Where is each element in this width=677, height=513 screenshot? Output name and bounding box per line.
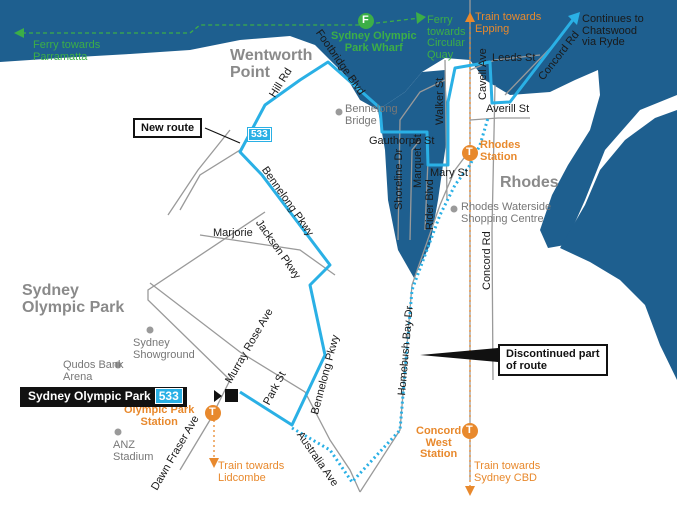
train-to-epping: Train towards Epping bbox=[475, 11, 542, 35]
place-anz-stadium: ANZ Stadium bbox=[113, 439, 154, 463]
parramatta-river bbox=[0, 0, 677, 248]
terminus-route-number: 533 bbox=[154, 388, 183, 404]
ferry-wharf-label: Sydney Olympic Park Wharf bbox=[331, 30, 417, 54]
olympic-park-station-label: Olympic Park Station bbox=[124, 404, 195, 428]
terminus-stop bbox=[225, 389, 238, 402]
water-bodies bbox=[0, 0, 677, 380]
ferry-to-parramatta: Ferry towards Parramatta bbox=[33, 39, 101, 63]
ferry-to-circular-quay: Ferry towards Circular Quay bbox=[427, 14, 466, 61]
street-mary-st: Mary St bbox=[430, 167, 468, 179]
place-sydney-showground: Sydney Showground bbox=[133, 337, 195, 361]
continues-label: Continues to Chatswood via Ryde bbox=[582, 13, 644, 49]
place-dots bbox=[114, 108, 458, 436]
street-walker-st: Walker St bbox=[434, 77, 446, 125]
street-averill-st: Averill St bbox=[486, 103, 530, 115]
train-to-lidcombe: Train towards Lidcombe bbox=[218, 460, 285, 484]
street-marquet-st: Marquet St bbox=[412, 134, 424, 188]
place-rhodes-waterside: Rhodes Waterside Shopping Centre bbox=[461, 201, 552, 225]
train-to-sydney-cbd: Train towards Sydney CBD bbox=[474, 460, 541, 484]
street-cavell-ave: Cavell Ave bbox=[477, 48, 489, 100]
route-arrow-chatswood bbox=[568, 12, 580, 25]
street-rider-blvd: Rider Blvd bbox=[424, 179, 436, 230]
street-gauthorpe-st: Gauthorpe St bbox=[369, 135, 435, 147]
street-concord-rd-south: Concord Rd bbox=[481, 231, 493, 290]
train-lines bbox=[213, 22, 471, 490]
street-marjorie: Marjorie bbox=[213, 227, 253, 239]
area-sydney-olympic-park: Sydney Olympic Park bbox=[22, 282, 125, 316]
train-arrow-lidcombe bbox=[209, 458, 219, 468]
street-shoreline-dr: Shoreline Dr bbox=[393, 148, 405, 210]
place-bennelong-bridge: Bennelong Bridge bbox=[345, 103, 398, 127]
area-wentworth-point: Wentworth Point bbox=[230, 47, 313, 81]
train-arrow-epping bbox=[465, 12, 475, 22]
street-leeds-st: Leeds St bbox=[492, 52, 536, 64]
new-route-callout: New route bbox=[133, 118, 203, 138]
station-icons bbox=[205, 13, 478, 439]
homebush-bay bbox=[378, 70, 448, 278]
rhodes-station-label: Rhodes Station bbox=[480, 139, 521, 163]
ferry-arrow-west bbox=[14, 28, 24, 38]
new-route-pointer bbox=[204, 127, 241, 144]
area-rhodes: Rhodes bbox=[500, 174, 559, 191]
rhodes-train-icon: T bbox=[466, 146, 473, 158]
place-qudos-bank-arena: Qudos Bank Arena bbox=[63, 359, 124, 383]
route-badge: 533 bbox=[247, 127, 272, 142]
concord-west-train-icon: T bbox=[466, 424, 473, 436]
train-arrow-cbd bbox=[465, 486, 475, 496]
terminus-arrow bbox=[214, 390, 222, 402]
ferry-icon: F bbox=[362, 14, 369, 26]
terminus-label: Sydney Olympic Park bbox=[28, 389, 151, 403]
bay-east bbox=[560, 110, 677, 380]
olympic-park-train-icon: T bbox=[209, 406, 216, 418]
concord-west-station-label: Concord West Station bbox=[416, 425, 462, 461]
discontinued-pointer bbox=[420, 348, 498, 362]
ferry-route bbox=[22, 17, 421, 34]
new-route-line bbox=[238, 16, 577, 427]
ferry-arrow-east bbox=[416, 12, 426, 24]
discontinued-callout: Discontinued part of route bbox=[498, 344, 608, 376]
